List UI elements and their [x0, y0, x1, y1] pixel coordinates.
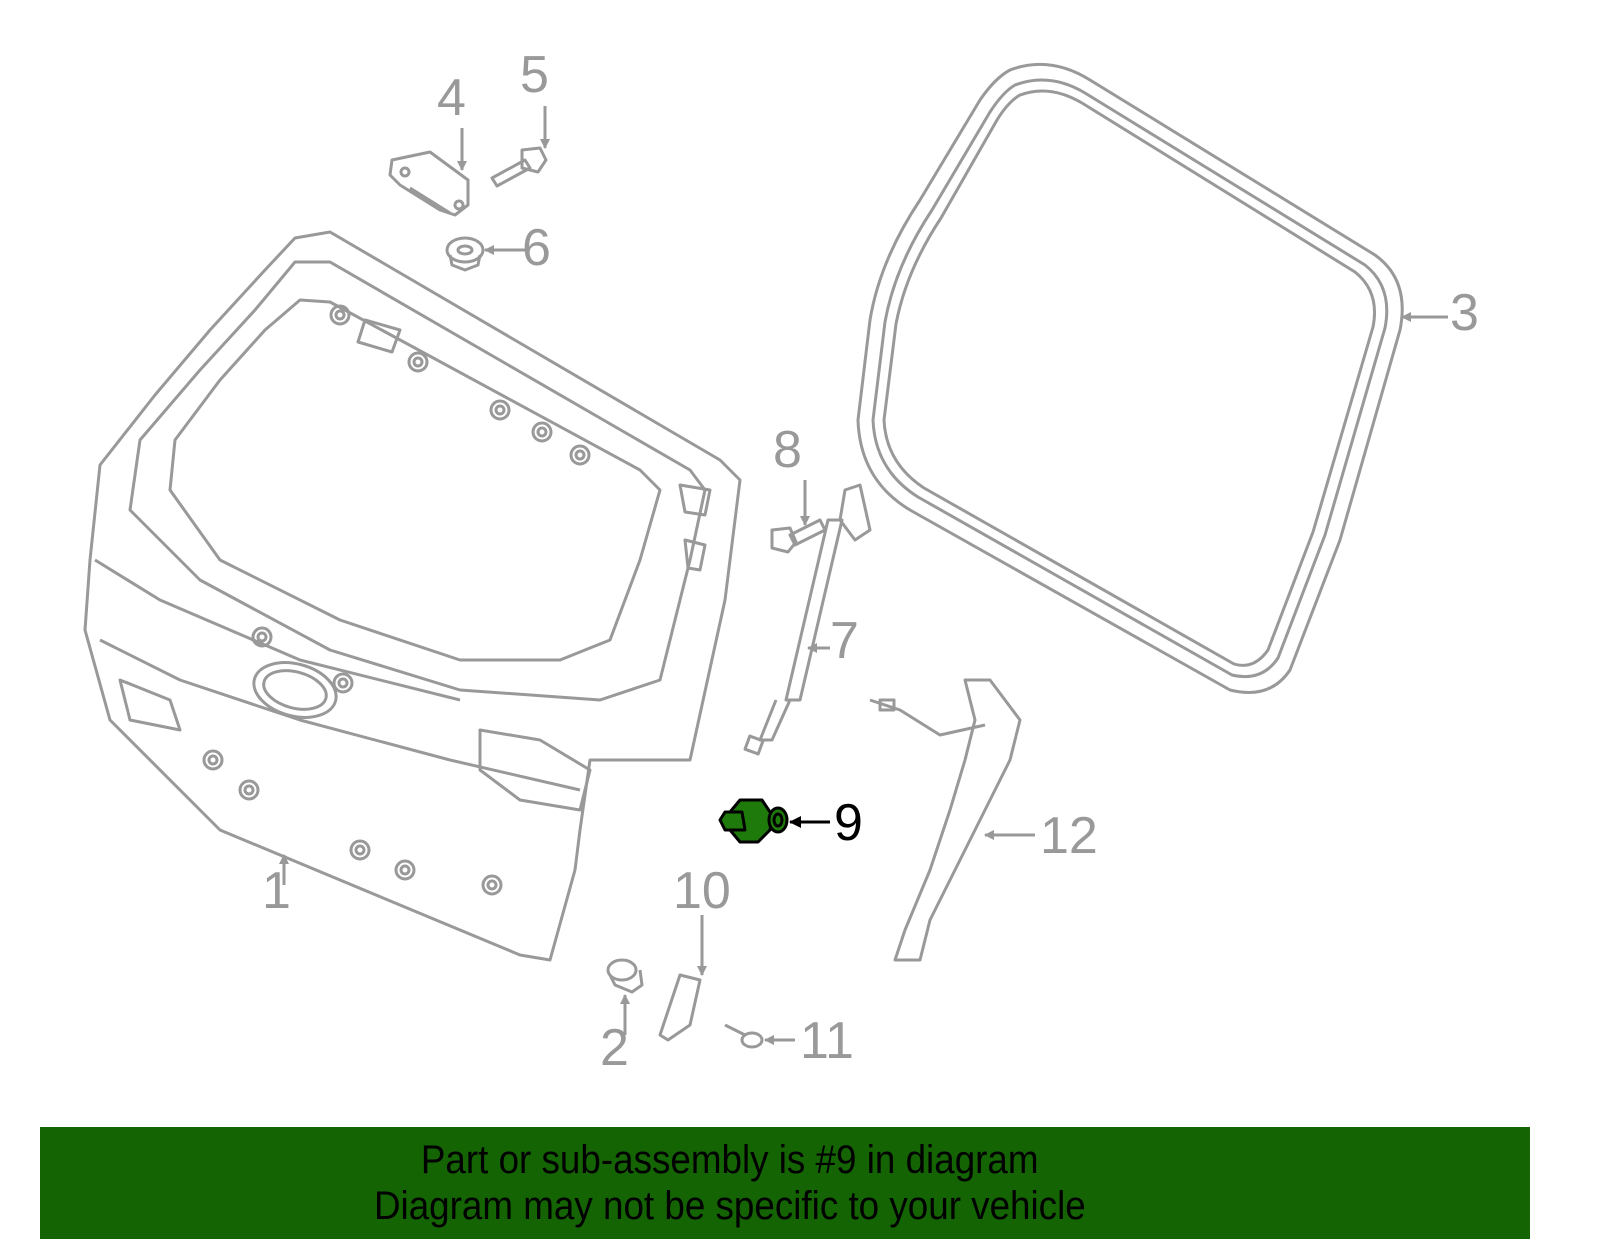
callout-12: 12 — [1040, 807, 1098, 865]
callout-1: 1 — [262, 862, 291, 920]
callout-11: 11 — [800, 1012, 854, 1070]
parts-diagram: 1 2 3 4 5 6 7 8 9 10 11 12 — [83, 46, 1479, 1077]
part-3-weatherstrip — [856, 62, 1404, 694]
callout-10: 10 — [673, 862, 731, 920]
banner-line-part: Part or sub-assembly is #9 in diagram — [421, 1138, 1039, 1182]
part-6-nut — [445, 236, 485, 272]
part-1-liftgate — [83, 230, 742, 962]
callout-4: 4 — [437, 69, 466, 127]
callout-2: 2 — [600, 1019, 629, 1077]
callout-8: 8 — [773, 421, 802, 479]
part-12-bracket — [869, 678, 1022, 962]
banner-line-disclaimer: Diagram may not be specific to your vehi… — [374, 1184, 1086, 1228]
callout-5: 5 — [520, 46, 549, 104]
exploded-view-drawing — [83, 62, 1448, 1049]
callout-7: 7 — [830, 612, 859, 670]
callout-3: 3 — [1450, 284, 1479, 342]
part-5-bolt — [490, 146, 548, 188]
part-2-bumper — [606, 958, 644, 994]
callout-6: 6 — [522, 219, 551, 277]
part-9-highlighted — [718, 798, 789, 844]
part-7-strut — [743, 483, 872, 756]
part-11-screw — [724, 1023, 764, 1049]
callout-9-highlighted: 9 — [834, 794, 863, 852]
part-info-banner: Part or sub-assembly is #9 in diagram Di… — [40, 1127, 1530, 1239]
part-8-bolt — [770, 518, 827, 554]
part-10-cover — [658, 973, 702, 1042]
part-4-hinge — [388, 150, 470, 217]
